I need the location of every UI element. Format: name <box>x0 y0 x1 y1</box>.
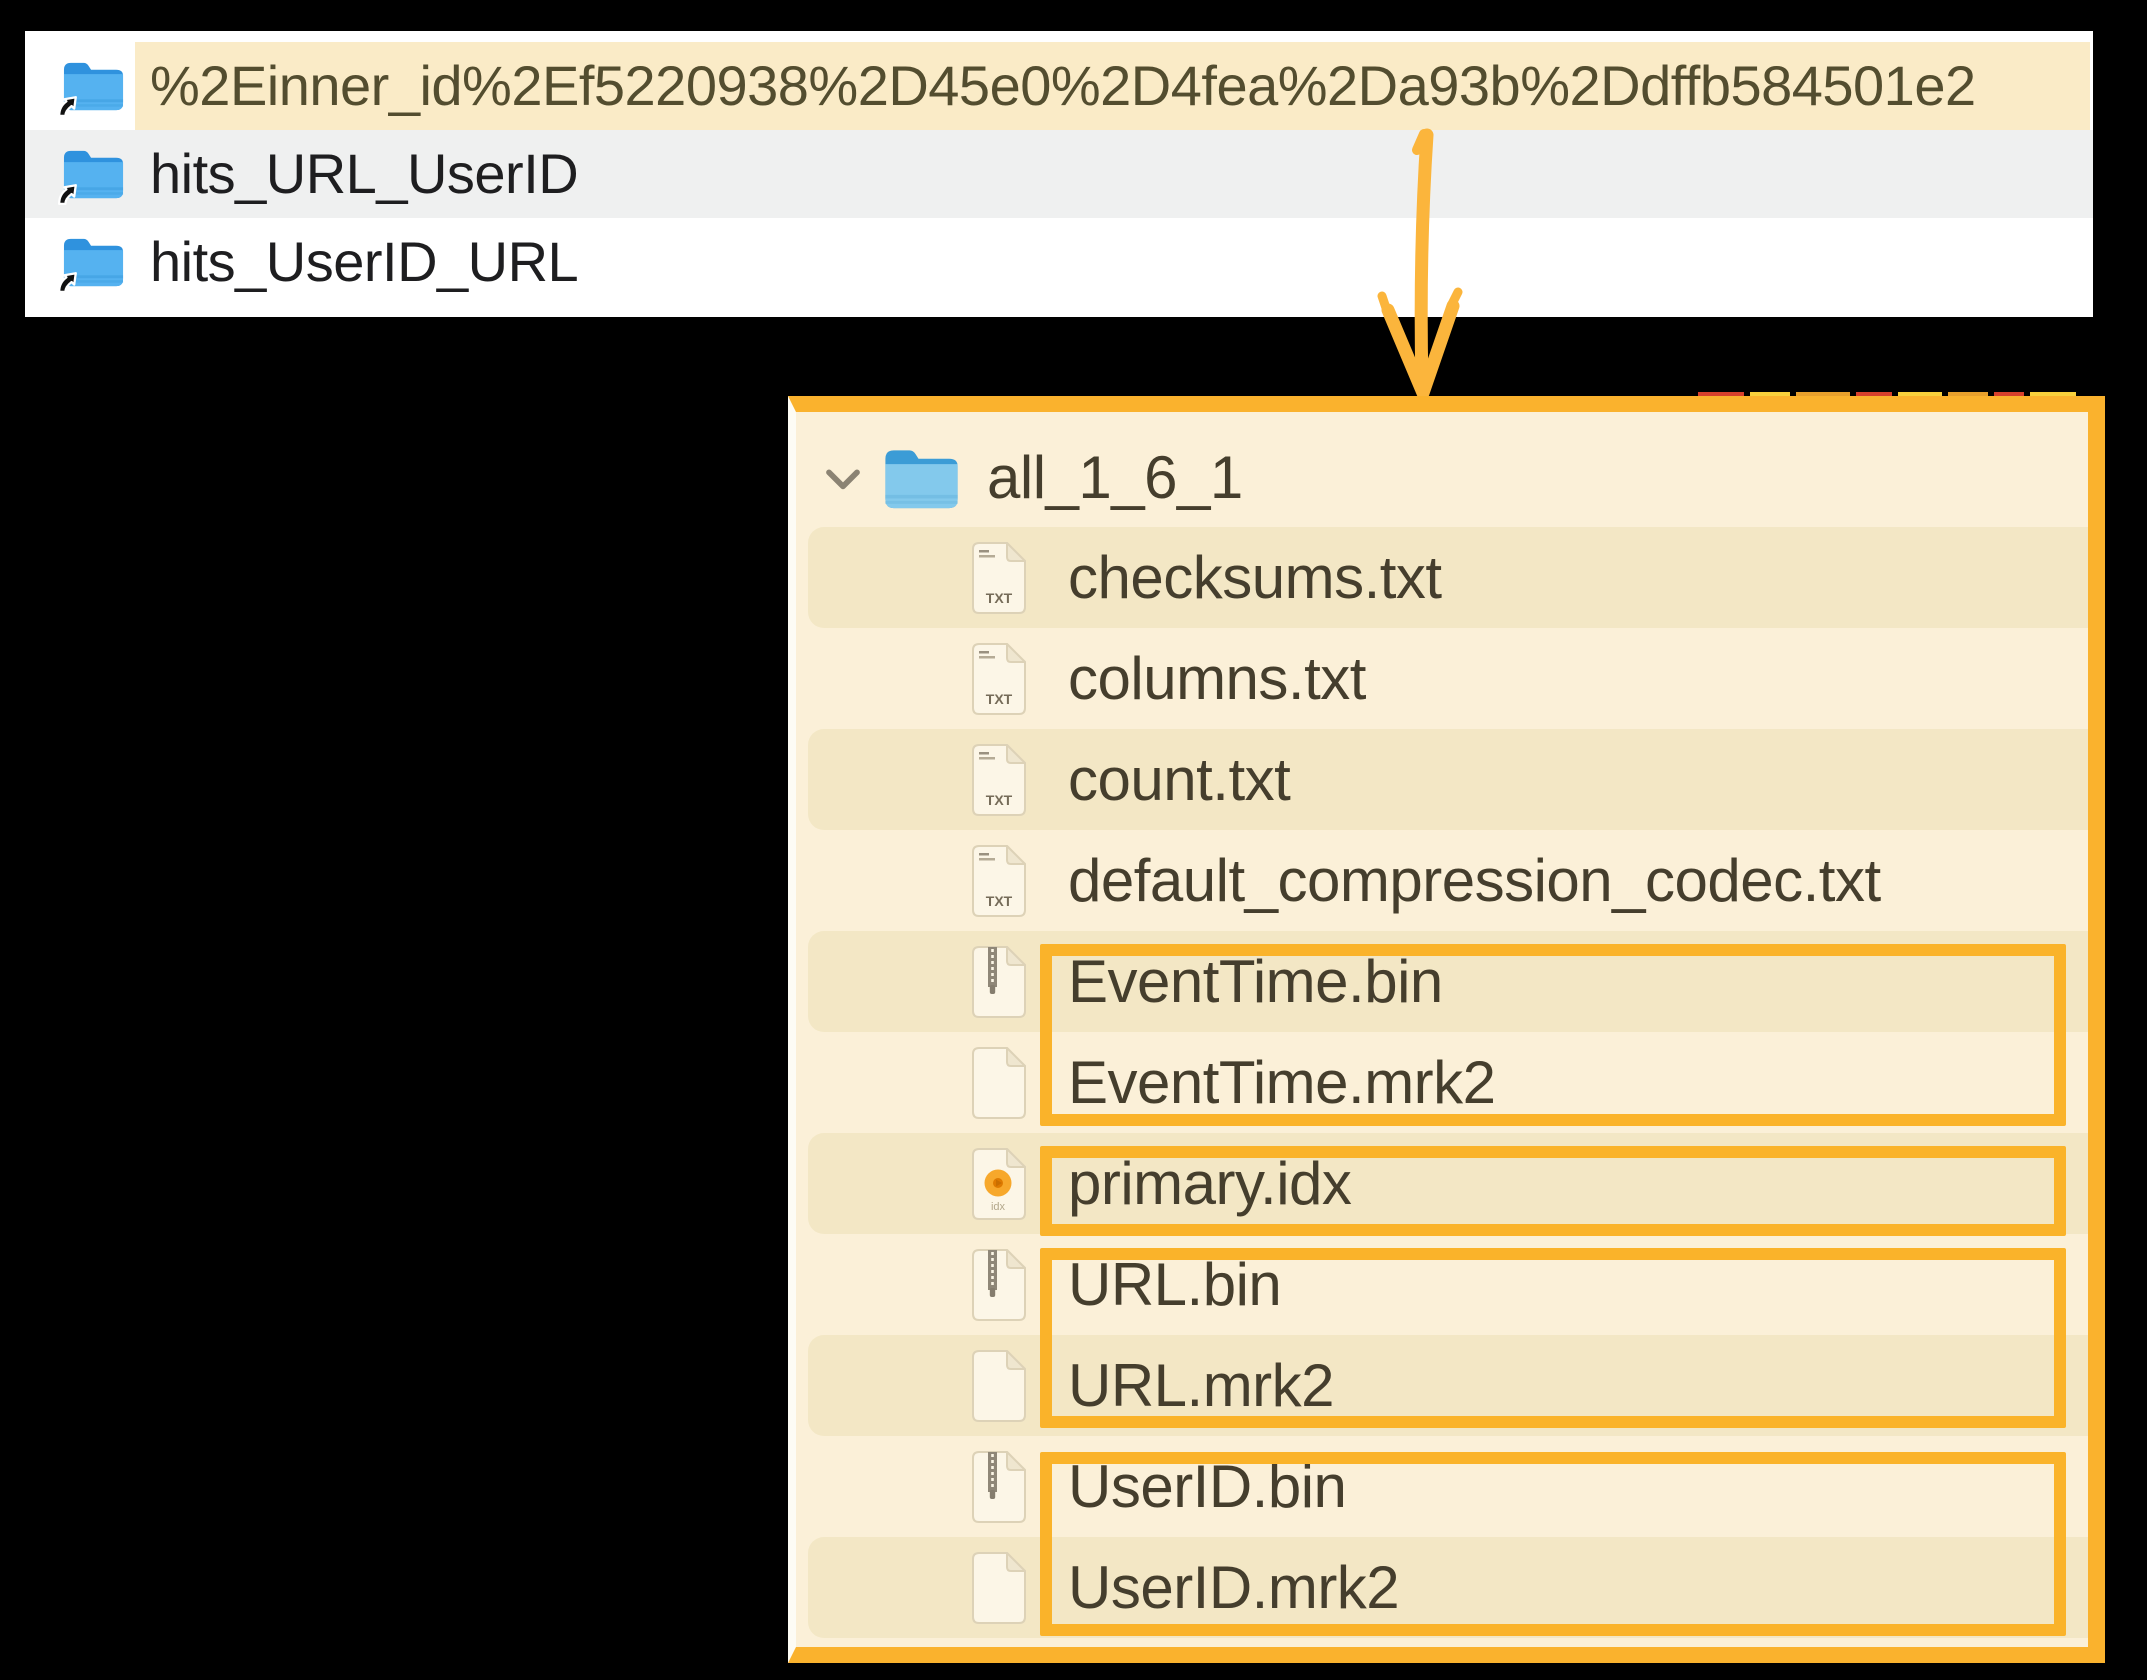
txt-file-icon <box>968 540 1030 616</box>
file-row[interactable]: count.txt <box>796 729 2088 830</box>
alias-arrow-badge-icon <box>55 92 82 119</box>
finder-list-panel: %2Einner_id%2Ef5220938%2D45e0%2D4fea%2Da… <box>25 31 2093 317</box>
annotation-box-eventtime <box>1040 944 2066 1126</box>
file-row[interactable]: UserID.bin <box>796 1436 2088 1537</box>
chevron-down-icon[interactable] <box>822 466 864 494</box>
mrk2-file-icon <box>968 1550 1030 1626</box>
bin-file-icon <box>968 1449 1030 1525</box>
file-row[interactable]: EventTime.mrk2 <box>796 1032 2088 1133</box>
folder-contents-panel: all_1_6_1 checksums.txt columns.txt coun… <box>788 396 2105 1663</box>
folder-row-all-1-6-1[interactable]: all_1_6_1 <box>796 428 2088 527</box>
idx-file-icon <box>968 1146 1030 1222</box>
bin-file-icon <box>968 1247 1030 1323</box>
folder-name: hits_UserID_URL <box>150 230 579 293</box>
file-row[interactable]: columns.txt <box>796 628 2088 729</box>
folder-name: all_1_6_1 <box>987 444 1243 511</box>
file-name: columns.txt <box>1068 645 1366 712</box>
file-name: checksums.txt <box>1068 544 1442 611</box>
file-name: count.txt <box>1068 746 1291 813</box>
mrk2-file-icon <box>968 1045 1030 1121</box>
annotation-box-url <box>1040 1248 2066 1428</box>
txt-file-icon <box>968 843 1030 919</box>
folder-row-hits-userid-url[interactable]: hits_UserID_URL <box>25 218 2093 306</box>
file-row[interactable]: checksums.txt <box>796 527 2088 628</box>
row-highlight <box>135 42 2090 130</box>
file-row[interactable]: URL.bin <box>796 1234 2088 1335</box>
txt-file-icon <box>968 641 1030 717</box>
annotation-box-primary-idx <box>1040 1146 2066 1236</box>
annotation-box-userid <box>1040 1452 2066 1636</box>
folder-row-inner-id[interactable]: %2Einner_id%2Ef5220938%2D45e0%2D4fea%2Da… <box>25 42 2093 130</box>
file-name: UserID.bin <box>1068 1453 1347 1520</box>
folder-name: %2Einner_id%2Ef5220938%2D45e0%2D4fea%2Da… <box>150 54 1976 117</box>
bin-file-icon <box>968 944 1030 1020</box>
folder-name: hits_URL_UserID <box>150 142 579 205</box>
txt-file-icon <box>968 742 1030 818</box>
folder-row-hits-url-userid[interactable]: hits_URL_UserID <box>25 130 2093 218</box>
file-name: UserID.mrk2 <box>1068 1554 1400 1621</box>
file-name: default_compression_codec.txt <box>1068 847 1881 914</box>
file-name: EventTime.bin <box>1068 948 1443 1015</box>
file-row[interactable]: UserID.mrk2 <box>796 1537 2088 1638</box>
mrk2-file-icon <box>968 1348 1030 1424</box>
file-row[interactable]: default_compression_codec.txt <box>796 830 2088 931</box>
alias-arrow-badge-icon <box>55 268 82 295</box>
file-name: primary.idx <box>1068 1150 1352 1217</box>
folder-icon <box>883 442 960 514</box>
alias-arrow-badge-icon <box>55 180 82 207</box>
file-name: EventTime.mrk2 <box>1068 1049 1496 1116</box>
file-name: URL.bin <box>1068 1251 1282 1318</box>
file-name: URL.mrk2 <box>1068 1352 1335 1419</box>
